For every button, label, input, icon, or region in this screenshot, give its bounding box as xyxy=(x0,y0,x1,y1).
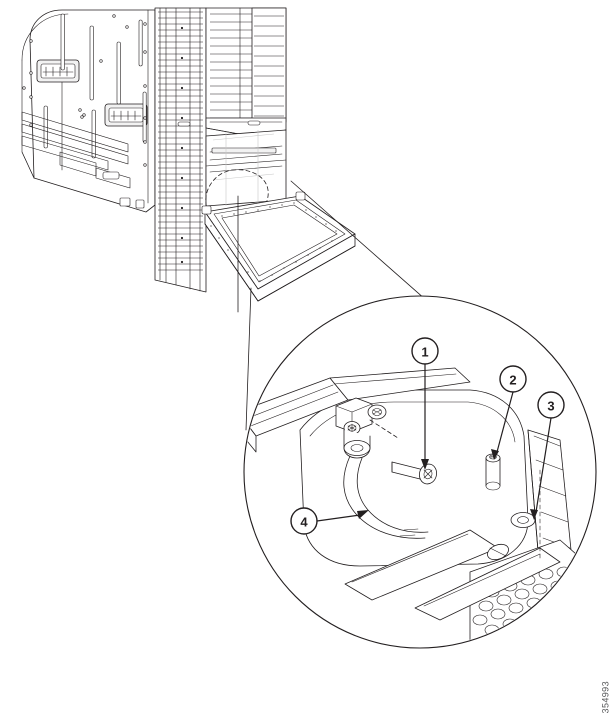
callout-4[interactable]: 4 xyxy=(290,507,318,535)
chassis-lower-bay xyxy=(205,129,287,207)
callout-3[interactable]: 3 xyxy=(537,391,565,419)
detail-bushing xyxy=(487,543,509,561)
chassis-open-door xyxy=(201,191,356,302)
detail-rail-top xyxy=(329,367,471,401)
chassis-handle-lower xyxy=(104,103,148,127)
callout-leaders xyxy=(316,364,552,522)
chassis-interior-guides xyxy=(212,130,275,206)
detail-ground-hole xyxy=(510,512,536,528)
detail-captive-screw xyxy=(391,461,437,485)
callout-3-label: 3 xyxy=(547,399,554,414)
chassis-handle-upper xyxy=(36,59,80,83)
chassis-interior-card-cage xyxy=(205,7,287,123)
chassis-card-cage xyxy=(154,7,207,293)
detail-bottom-ramp2 xyxy=(414,547,561,621)
chassis-assembly xyxy=(21,7,356,313)
callout-2-label: 2 xyxy=(509,373,516,388)
detail-cable-lug xyxy=(343,429,371,459)
callout-2[interactable]: 2 xyxy=(499,365,527,393)
detail-bracket-screw xyxy=(367,404,387,420)
detail-assembly-guide xyxy=(369,419,399,439)
detail-esd-cable xyxy=(343,455,429,539)
detail-ground-stud xyxy=(485,453,501,491)
chassis-bottom-slide-rails xyxy=(21,111,145,209)
side-panel-fasteners xyxy=(22,14,147,167)
callout-4-label: 4 xyxy=(300,515,308,530)
callout-1[interactable]: 1 xyxy=(411,337,439,365)
callout-1-label: 1 xyxy=(421,345,428,360)
figure-id-label: 354993 xyxy=(600,681,610,713)
